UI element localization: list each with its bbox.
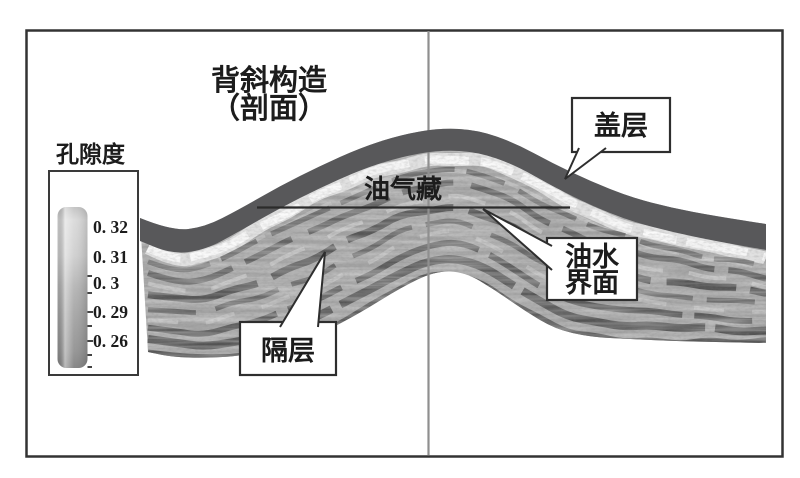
colorbar-ticks [87, 275, 93, 368]
barrier-label: 隔层 [261, 336, 315, 366]
callout-pointer [564, 147, 607, 180]
colorbar-tick-label: 0. 31 [93, 247, 128, 267]
callout-pointer [279, 251, 326, 328]
colorbar-tick-label: 0. 3 [93, 273, 120, 293]
callout-box [570, 96, 672, 154]
colorbar-sheen [57, 207, 88, 368]
figure-border [25, 29, 784, 458]
callout-cap-layer: 盖层 [564, 96, 672, 180]
cap-layer-band [140, 128, 766, 253]
porosity-legend-title: 孔隙度 [56, 141, 126, 167]
reservoir-label: 油气藏 [364, 174, 442, 204]
callout-box [238, 320, 338, 377]
colorbar-tick-label: 0. 32 [93, 217, 128, 237]
oil-water-interface-label-line2: 界面 [565, 268, 619, 298]
colorbar-tick-label: 0. 29 [93, 302, 128, 322]
callout-oil-water-interface: 油水 界面 [482, 208, 639, 302]
callout-pointer [482, 208, 553, 271]
porosity-legend: 孔隙度 0. 32 0. 31 0. 3 0. 29 0. 26 [48, 141, 139, 376]
figure-title-line1: 背斜构造 [211, 64, 327, 97]
callout-box [545, 236, 639, 302]
noise-overlay-dark [140, 128, 766, 358]
callout-barrier: 隔层 [238, 251, 338, 377]
oil-water-interface-label-line1: 油水 [565, 242, 620, 272]
colorbar-tick-label: 0. 26 [93, 331, 128, 351]
figure-title-line2: （剖面） [211, 91, 327, 125]
cap-layer-label: 盖层 [594, 111, 648, 141]
